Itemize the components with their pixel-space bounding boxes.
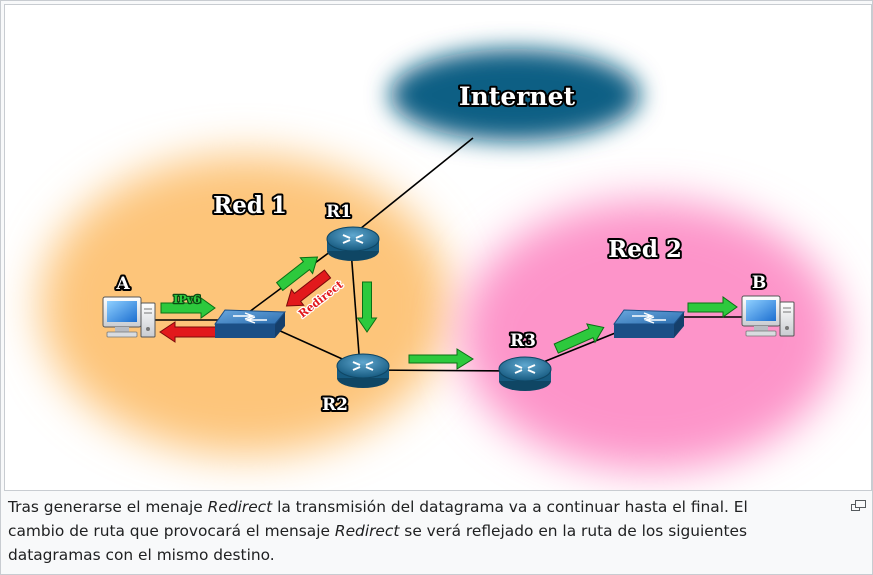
red1-label: Red 1 [213,192,287,219]
internet-cloud [390,49,640,141]
router-r2-icon[interactable] [336,353,390,388]
figure-caption: Tras generarse el menaje Redirect la tra… [8,495,808,567]
ipv6-label: IPv6 [173,293,201,306]
computer-a-icon[interactable] [102,296,156,338]
enlarge-icon[interactable] [851,497,866,511]
arrow-switch-to-a [159,321,218,343]
router-r3-icon[interactable] [498,356,552,391]
switch-red2-icon[interactable] [613,309,686,338]
caption-text-1: Tras generarse el menaje [8,498,208,516]
caption-text-2: la transmisión del datagrama va a contin… [8,498,748,540]
arrow-switch-to-r1 [275,256,319,292]
switch-red1-icon[interactable] [214,309,287,338]
arrow-r1-to-r2 [356,281,378,333]
caption-text-3: se verá reflejado en la ruta de los sigu… [8,522,748,564]
link-internet-r1 [349,137,474,238]
arrow-r1-to-switch [285,269,332,307]
forward-arrows [160,256,738,370]
caption-em-1: Redirect [207,498,273,516]
host-b-label: B [752,273,766,293]
router-r1-icon[interactable] [326,226,380,261]
arrow-r3-to-switch2 [553,323,605,354]
arrow-a-to-switch [160,297,216,319]
router-r3-label: R3 [510,331,536,351]
internet-label: Internet [459,82,576,111]
computer-b-icon[interactable] [741,295,795,337]
caption-em-2: Redirect [334,522,400,540]
arrow-r2-to-r3 [408,348,474,370]
router-r2-label: R2 [322,395,348,415]
redirect-arrows [159,269,332,343]
internet-cloud-shape [390,49,640,141]
router-r1-label: R1 [326,202,352,222]
host-a-label: A [115,274,130,294]
network-diagram[interactable]: Internet Red 1 Red 2 R1 R2 R3 A B IPv6 R… [4,4,872,491]
arrow-switch2-to-b [687,296,738,318]
red2-label: Red 2 [608,236,682,263]
